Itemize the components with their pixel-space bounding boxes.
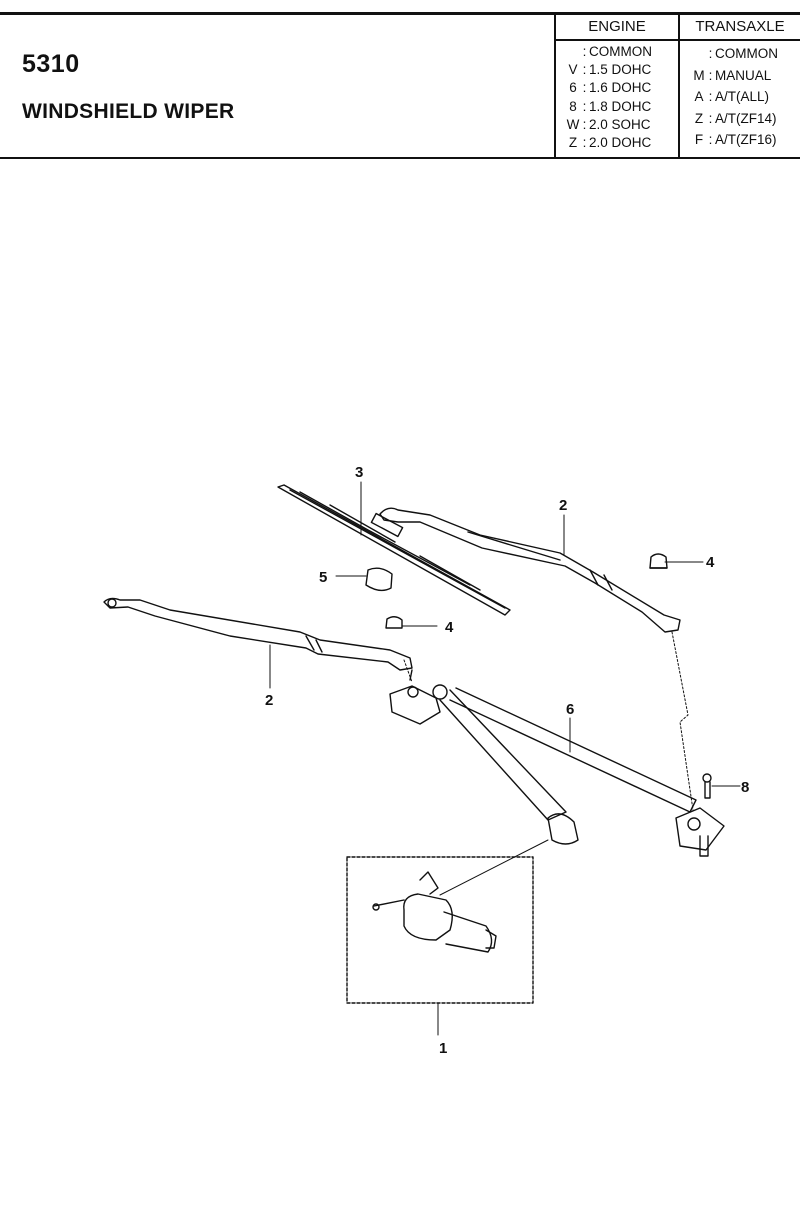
transaxle-code-list: :COMMON M:MANUAL A:A/T(ALL) Z:A/T(ZF14) … — [692, 43, 778, 151]
transaxle-row: A:A/T(ALL) — [694, 89, 770, 104]
callout-4-right: 4 — [706, 554, 715, 571]
engine-row: :COMMON — [582, 44, 652, 59]
wiper-arm-right — [379, 507, 681, 633]
transaxle-column-title: TRANSAXLE — [695, 18, 785, 35]
callout-2-left: 2 — [265, 692, 273, 709]
header-top-rule — [0, 12, 800, 15]
callout-8: 8 — [741, 779, 749, 796]
nut-right — [649, 553, 668, 569]
callout-3: 3 — [355, 464, 363, 481]
engine-code-list: :COMMON V:1.5 DOHC 6:1.6 DOHC 8:1.8 DOHC… — [566, 43, 652, 152]
engine-row: 6:1.6 DOHC — [569, 80, 652, 96]
wiper-linkage — [389, 669, 725, 857]
section-title: WINDSHIELD WIPER — [22, 100, 235, 123]
wiper-motor-inset — [346, 856, 534, 1004]
transaxle-row: F:A/T(ZF16) — [694, 132, 777, 147]
callout-1: 1 — [439, 1040, 447, 1057]
callout-5: 5 — [319, 569, 327, 586]
transaxle-row: M:MANUAL — [693, 67, 772, 83]
engine-column-title: ENGINE — [588, 18, 646, 35]
nut-left — [385, 616, 403, 629]
legend-border-left — [554, 15, 556, 157]
transaxle-row: :COMMON — [708, 46, 778, 61]
section-code: 5310 — [22, 50, 80, 78]
bolt — [702, 773, 712, 799]
callout-6: 6 — [566, 701, 574, 718]
legend-header-rule — [554, 39, 800, 41]
code-legend-table: ENGINE TRANSAXLE :COMMON V:1.5 DOHC 6:1.… — [554, 15, 800, 157]
callout-2-right: 2 — [559, 497, 567, 514]
wiper-blade — [277, 484, 511, 616]
transaxle-row: Z:A/T(ZF14) — [694, 110, 777, 126]
engine-row: W:2.0 SOHC — [566, 116, 651, 132]
engine-row: V:1.5 DOHC — [568, 62, 652, 78]
leader-lines — [269, 481, 741, 1036]
wiper-arm-left — [103, 597, 413, 671]
legend-column-divider — [678, 15, 680, 157]
cap — [365, 567, 393, 592]
callout-4-left: 4 — [445, 619, 454, 636]
header-bottom-rule — [0, 157, 800, 159]
engine-row: 8:1.8 DOHC — [569, 98, 652, 114]
engine-row: Z:2.0 DOHC — [568, 135, 652, 151]
